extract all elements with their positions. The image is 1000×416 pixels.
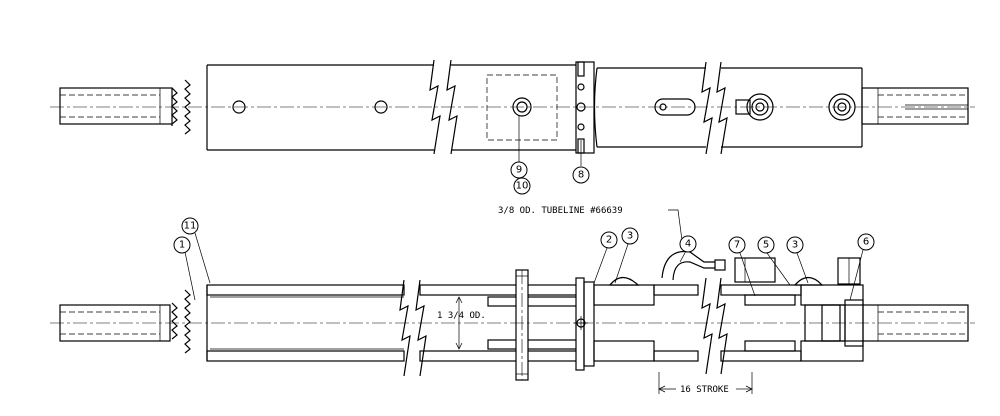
section-cylinder [701,257,864,375]
top-cylinder [593,61,863,155]
tubeline-label: 3/8 OD. TUBELINE #66639 [498,206,623,216]
diameter-dimension: 1 3/4 OD. [437,296,486,350]
balloon-10-label: 10 [516,181,529,192]
stroke-dimension: 16 STROKE [658,372,753,395]
balloon-7-label: 7 [734,240,740,251]
balloon-1-label: 1 [179,240,185,251]
balloon-11-label: 11 [184,221,197,232]
balloon-3a [621,227,639,245]
balloon-7 [728,236,746,254]
section-left-end-tube [59,289,191,354]
tubeline-pipe [661,250,715,279]
section-view [50,250,975,381]
top-balloons: 9 10 8 [510,116,590,195]
balloon-9-label: 9 [516,165,522,176]
diameter-label: 1 3/4 OD. [437,311,486,321]
section-gland [593,276,699,362]
balloon-5 [757,236,775,254]
balloon-3b-label: 3 [792,240,798,251]
balloon-2 [600,231,618,249]
balloon-2-label: 2 [606,235,612,246]
balloon-5-label: 5 [763,240,769,251]
balloon-4-label: 4 [685,239,691,250]
balloon-6 [857,233,875,251]
balloon-10 [513,177,531,195]
balloon-1 [173,236,191,254]
stroke-label: 16 STROKE [680,385,729,395]
top-right-end-tube [861,87,969,125]
section-flange [574,277,595,371]
top-view [50,59,975,155]
balloon-11 [181,217,199,235]
balloon-3b [786,236,804,254]
balloon-3a-label: 3 [627,231,633,242]
balloon-8-label: 8 [578,170,584,181]
section-pin [515,269,529,381]
balloon-6-label: 6 [863,237,869,248]
balloon-4 [679,235,697,253]
top-flange [575,61,595,154]
section-balloons: 11 1 2 3 4 7 5 3 6 [173,217,875,301]
tubeline-leader [668,209,684,249]
balloon-9 [510,161,528,179]
balloon-8 [572,166,590,184]
